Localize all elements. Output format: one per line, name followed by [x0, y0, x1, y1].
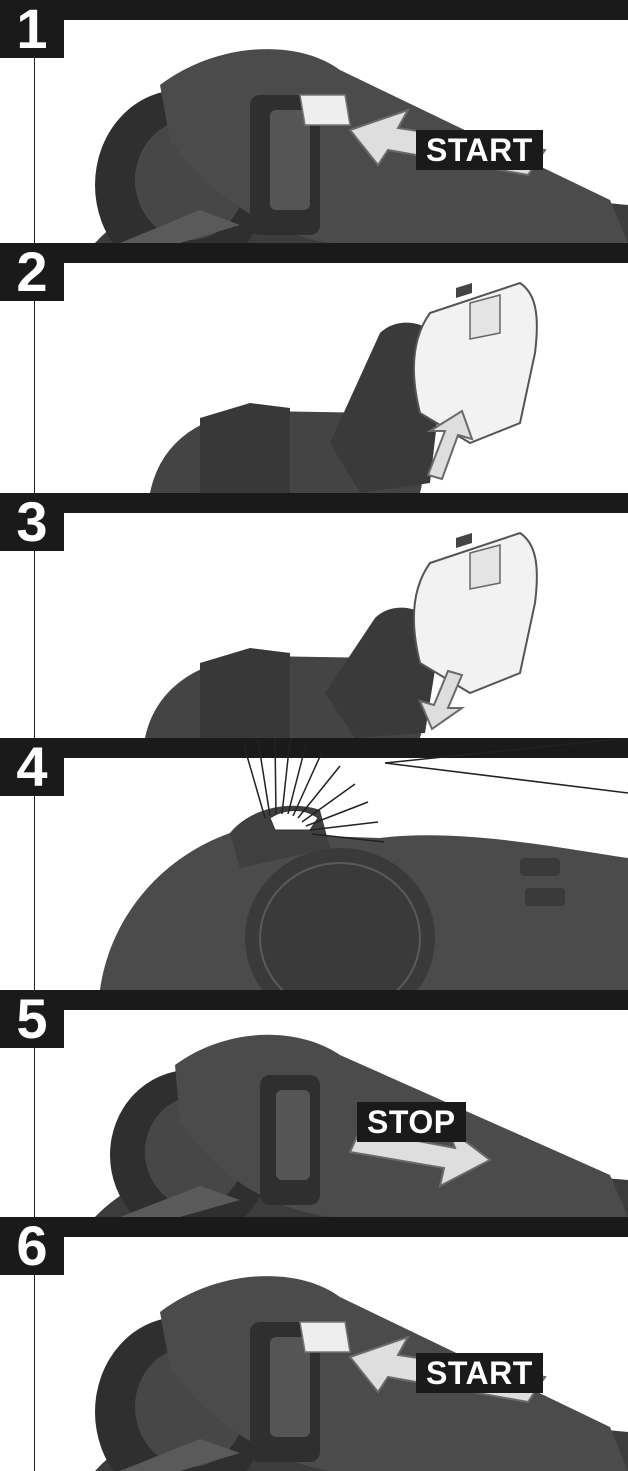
step-3-panel: 3	[0, 493, 628, 738]
step-number: 6	[0, 1217, 64, 1275]
step-number: 2	[0, 243, 64, 301]
step-2-panel: 2	[0, 243, 628, 493]
step-5-panel: 5 STOP	[0, 990, 628, 1217]
battery-pack-icon	[0, 243, 628, 493]
step-1-panel: 1 START	[0, 0, 628, 243]
step-number: 5	[0, 990, 64, 1048]
step-number: 3	[0, 493, 64, 551]
grinder-tool-icon	[0, 990, 628, 1217]
battery-pack-icon	[0, 493, 628, 738]
grinder-tool-icon	[0, 1217, 628, 1471]
step-4-panel: 4	[0, 738, 628, 990]
step-number: 1	[0, 0, 64, 58]
stop-label: STOP	[357, 1102, 466, 1142]
start-label: START	[416, 1353, 543, 1393]
step-number: 4	[0, 738, 64, 796]
grinder-tool-icon	[0, 0, 628, 243]
step-6-panel: 6 START	[0, 1217, 628, 1471]
start-label: START	[416, 130, 543, 170]
indicator-light-rays-icon	[0, 738, 628, 990]
